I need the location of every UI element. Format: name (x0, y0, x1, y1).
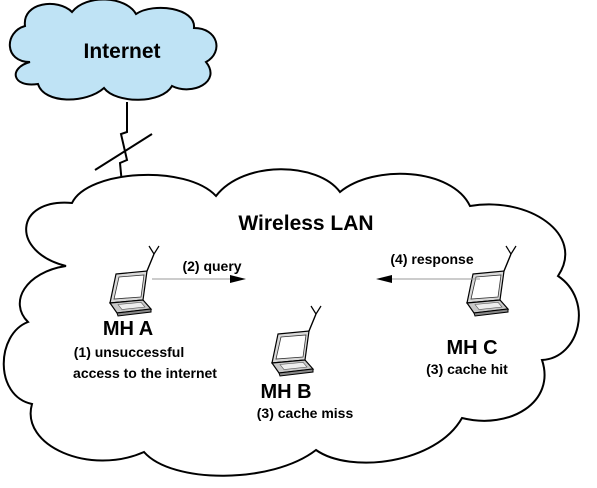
mh-a-status-line2: access to the internet (73, 365, 217, 381)
wireless-lan-label: Wireless LAN (238, 212, 373, 235)
query-arrowhead (230, 275, 246, 283)
mh-a-name: MH A (103, 318, 153, 340)
wireless-lan-cloud (2, 168, 580, 477)
response-label: (4) response (390, 251, 473, 267)
internet-label: Internet (83, 40, 160, 63)
query-label: (2) query (182, 258, 241, 274)
mh-c-name: MH C (446, 337, 497, 359)
mh-a-status-line1: (1) unsuccessful (74, 344, 184, 360)
internet-cloud (8, 0, 218, 101)
mh-b-name: MH B (260, 381, 311, 403)
mh-c-status: (3) cache hit (426, 361, 508, 377)
mh-b-status: (3) cache miss (257, 405, 354, 421)
link-break-mark (94, 133, 153, 171)
response-arrowhead (376, 275, 392, 283)
